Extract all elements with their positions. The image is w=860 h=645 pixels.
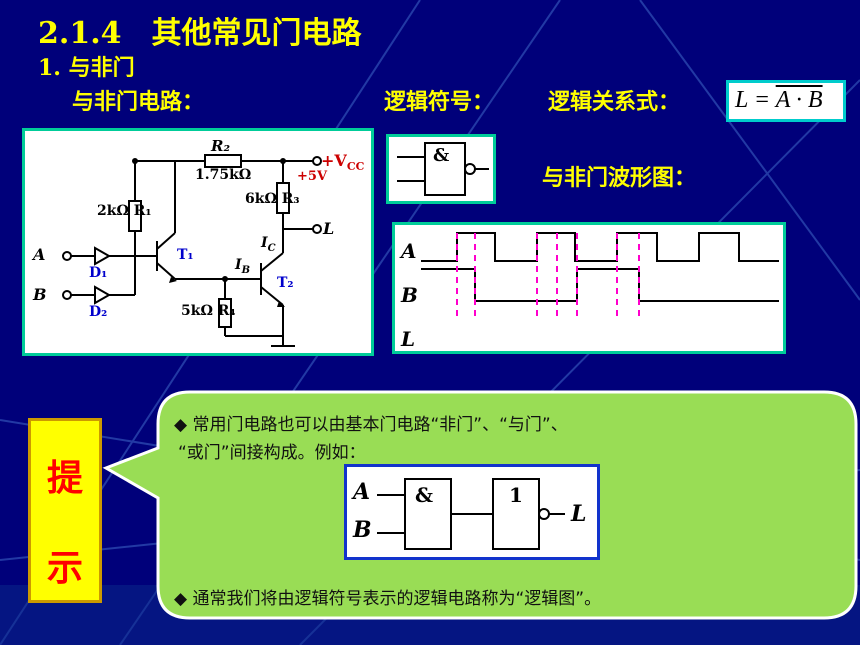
input-b-label: B [33,285,47,304]
nand-gate-symbol [397,142,489,196]
ib-sub: B [241,264,251,276]
relation-label: 逻辑关系式： [548,89,681,115]
t1-label: T₁ [177,247,194,263]
r4-label: 5kΩ R₄ [181,303,236,319]
d2-label: D₂ [89,304,108,320]
nand-circuit-panel: R₂ 1.75kΩ +VCC +5V 2kΩ R₁ 6kΩ R₃ 5kΩ R₄ … [22,128,374,356]
example-input-a: A [353,479,371,505]
ib-name: I [235,257,242,273]
nand-symbol-panel: & [386,134,496,204]
nand-circuit-diagram [62,154,322,347]
example-input-b: B [353,517,372,543]
wave-a-label: A [401,239,417,263]
logic-formula: L = A · B [726,80,846,122]
ib-label: IB [235,257,250,276]
t2-label: T₂ [277,275,294,291]
hint-line-2: “或门”间接构成。例如： [178,443,366,463]
r2-name: R₂ [211,137,231,155]
example-and-label: & [415,483,434,507]
ic-name: I [261,235,268,251]
waveform-panel: A B L [392,222,786,354]
example-output-l: L [571,501,587,527]
example-not-label: 1 [509,483,523,507]
d1-label: D₁ [89,265,108,281]
vcc-value: +5V [297,169,328,184]
slide-title: 2.1.4 其他常见门电路 [38,16,362,51]
vcc-label: +VCC [321,151,364,173]
vcc-sub: CC [346,160,365,174]
hint-char-2: 示 [46,548,83,589]
formula-rhs: A · B [775,87,823,113]
input-a-label: A [33,245,46,264]
nand-waveform [421,232,779,321]
output-l-label: L [323,219,335,238]
hint-line-3: ◆ 通常我们将由逻辑符号表示的逻辑电路称为“逻辑图”。 [174,589,602,609]
r2-value: 1.75kΩ [195,167,252,183]
hint-badge: 提 示 [28,418,102,603]
ic-label: IC [261,235,276,254]
r1-label: 2kΩ R₁ [97,203,152,219]
vcc-name: +V [321,151,347,170]
formula-lhs: L = [735,87,776,113]
wave-b-label: B [401,283,418,307]
nand-gate-label: & [433,145,450,166]
circuit-label: 与非门电路： [72,89,205,115]
section-heading: 1. 与非门 [38,55,135,81]
symbol-label: 逻辑符号： [384,89,495,115]
and-not-diagram [377,478,565,550]
example-logic-diagram: A B & 1 L [344,464,600,560]
hint-line-1: ◆ 常用门电路也可以由基本门电路“非门”、“与门”、 [174,415,568,435]
waveform-label: 与非门波形图： [542,165,697,191]
r3-label: 6kΩ R₃ [245,191,300,207]
wave-l-label: L [401,327,416,351]
hint-char-1: 提 [46,458,83,499]
ic-sub: C [267,242,276,254]
